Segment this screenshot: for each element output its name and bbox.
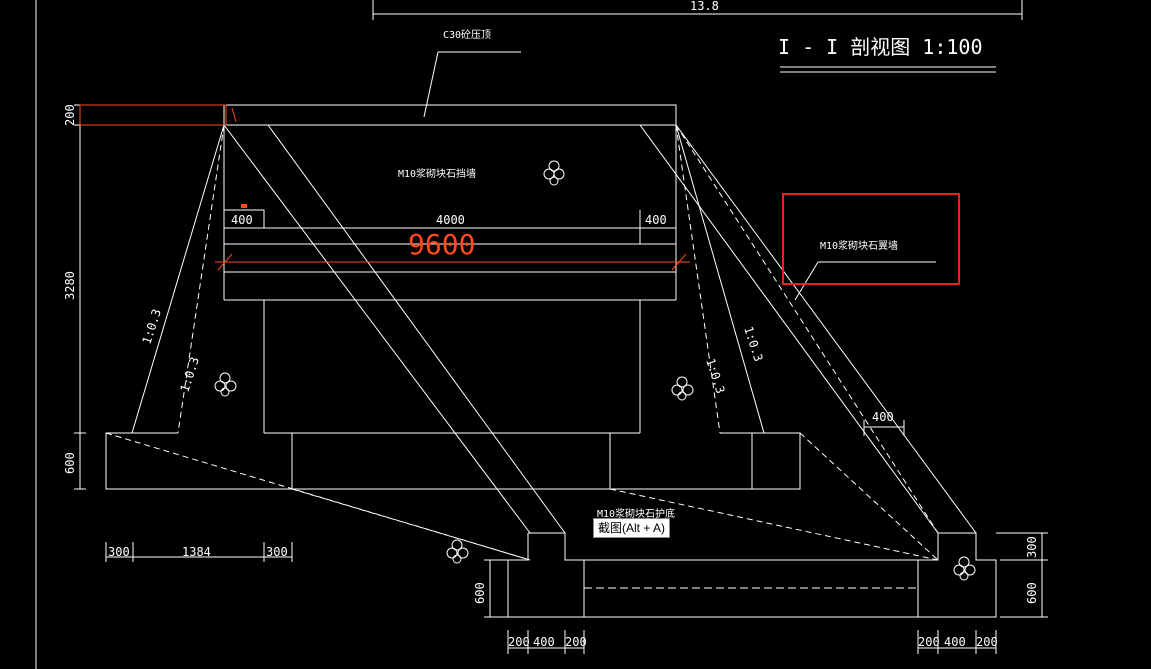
dim-b-400-a: 400	[533, 635, 555, 649]
screenshot-tooltip: 截图(Alt + A)	[593, 518, 671, 538]
wing-wall-diagonals	[105, 124, 977, 561]
dim-bottom-600: 600	[473, 582, 487, 604]
top-concrete-leader	[423, 51, 521, 118]
title-underline	[780, 66, 996, 73]
section-title: I - I 剖视图 1:100	[778, 35, 983, 59]
lower-base	[484, 532, 997, 618]
wing-wall-leader	[794, 261, 936, 301]
wing-400-dimension	[863, 420, 905, 436]
right-vertical-dimensions	[996, 532, 1048, 618]
opening-dimensions	[223, 209, 677, 245]
top-total-dimension	[372, 0, 1023, 20]
dim-wall-height: 3280	[63, 271, 77, 300]
dim-right-400: 400	[645, 213, 667, 227]
top-total-dim-text: 13.8	[690, 0, 719, 13]
dim-bottom-300-b: 300	[266, 545, 288, 559]
dim-b-200-a: 200	[508, 635, 530, 649]
slope-left-outer: 1:0.3	[140, 307, 164, 346]
dim-b-200-d: 200	[976, 635, 998, 649]
dim-wing-400: 400	[872, 410, 894, 424]
highlight-box	[782, 193, 960, 285]
stone-symbol	[543, 160, 565, 186]
top-concrete-label: C30砼压顶	[443, 28, 491, 41]
red-marker	[241, 204, 247, 208]
inner-chamber	[223, 271, 753, 489]
dim-right-600: 600	[1025, 582, 1039, 604]
stone-symbol	[446, 539, 469, 564]
dim-bottom-300-a: 300	[108, 545, 130, 559]
stone-symbol	[953, 556, 976, 581]
dim-right-300: 300	[1025, 536, 1039, 558]
dim-bottom-1384: 1384	[182, 545, 211, 559]
base-label: M10浆砌块石护底	[597, 507, 675, 520]
dim-top-height: 200	[63, 104, 77, 126]
dim-red-9600: 9600	[408, 228, 475, 261]
dim-b-200-b: 200	[565, 635, 587, 649]
red-9600-dimension	[79, 104, 690, 271]
dim-left-400: 400	[231, 213, 253, 227]
dim-b-400-b: 400	[944, 635, 966, 649]
stone-symbol	[671, 376, 694, 401]
top-concrete-cap	[80, 104, 677, 126]
dim-footing-height: 600	[63, 452, 77, 474]
stone-symbol	[214, 372, 237, 397]
slope-left-inner: 1:0.3	[178, 355, 202, 394]
wing-wall-label: M10浆砌块石翼墙	[820, 239, 898, 252]
bottom-dimensions	[507, 630, 997, 654]
bottom-left-dimensions	[105, 542, 293, 562]
dim-mid-4000: 4000	[436, 213, 465, 227]
slope-right-outer: 1:0.3	[741, 325, 765, 364]
slope-right-inner: 1:0.3	[703, 357, 727, 396]
retaining-wall-label: M10浆砌块石挡墙	[398, 167, 476, 180]
dim-b-200-c: 200	[918, 635, 940, 649]
left-vertical-dimension	[74, 104, 86, 490]
